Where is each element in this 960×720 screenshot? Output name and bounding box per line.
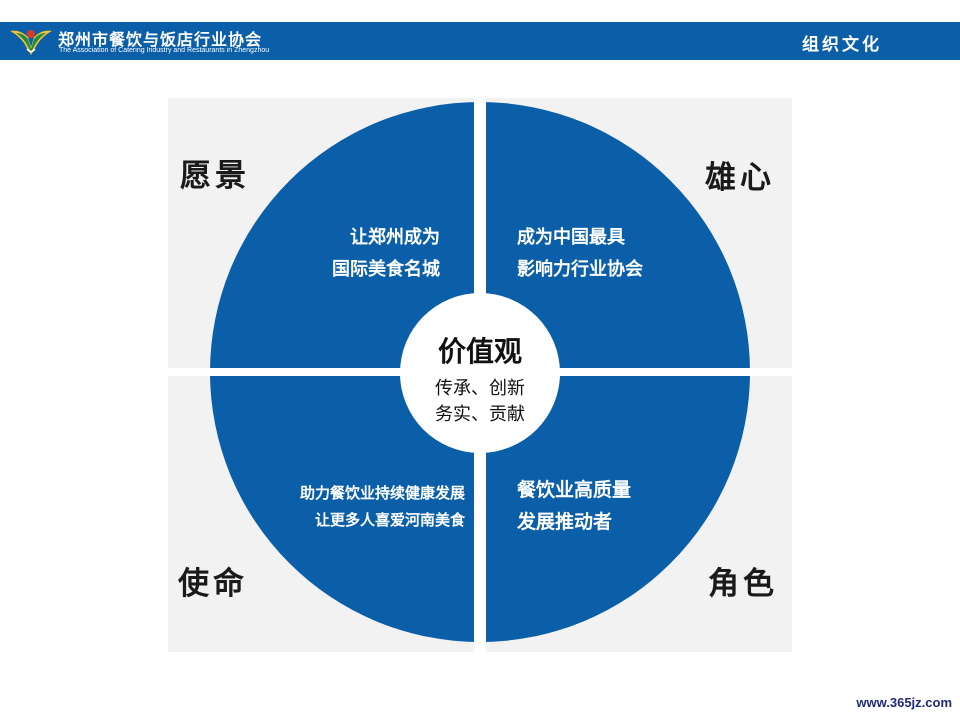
label-role: 角色 bbox=[708, 566, 778, 602]
association-name-en: The Association of Catering Industry and… bbox=[59, 47, 270, 54]
label-mission: 使命 bbox=[178, 566, 248, 602]
role-line-1: 餐饮业高质量 bbox=[517, 479, 632, 501]
center-values: 传承、创新 务实、贡献 bbox=[380, 376, 580, 428]
values-line-1: 传承、创新 bbox=[435, 378, 525, 399]
vision-line-1: 让郑州成为 bbox=[350, 227, 440, 248]
section-title: 组织文化 bbox=[802, 35, 882, 55]
quadrant-vision-text: 让郑州成为 国际美食名城 bbox=[300, 222, 440, 286]
mission-line-1: 助力餐饮业持续健康发展 bbox=[299, 484, 465, 502]
header-bar: 郑州市餐饮与饭店行业协会 The Association of Catering… bbox=[0, 22, 960, 60]
role-line-2: 发展推动者 bbox=[517, 511, 613, 533]
values-line-2: 务实、贡献 bbox=[435, 404, 525, 425]
association-name-cn: 郑州市餐饮与饭店行业协会 bbox=[58, 30, 263, 49]
mission-line-2: 让更多人喜爱河南美食 bbox=[314, 511, 465, 529]
vision-line-2: 国际美食名城 bbox=[332, 259, 440, 280]
label-ambition: 雄心 bbox=[705, 160, 775, 196]
ambition-line-2: 影响力行业协会 bbox=[517, 259, 643, 280]
culture-wheel bbox=[168, 98, 792, 652]
watermark: www.365jz.com bbox=[856, 695, 952, 710]
quadrant-role-text: 餐饮业高质量 发展推动者 bbox=[517, 474, 631, 538]
wheel-center-circle bbox=[400, 293, 560, 453]
center-title: 价值观 bbox=[437, 335, 522, 368]
quadrant-ambition-text: 成为中国最具 影响力行业协会 bbox=[517, 222, 643, 286]
label-vision: 愿景 bbox=[180, 158, 250, 194]
association-logo-icon bbox=[10, 30, 52, 55]
ambition-line-1: 成为中国最具 bbox=[517, 227, 625, 248]
quadrant-mission-text: 助力餐饮业持续健康发展 让更多人喜爱河南美食 bbox=[240, 480, 465, 534]
